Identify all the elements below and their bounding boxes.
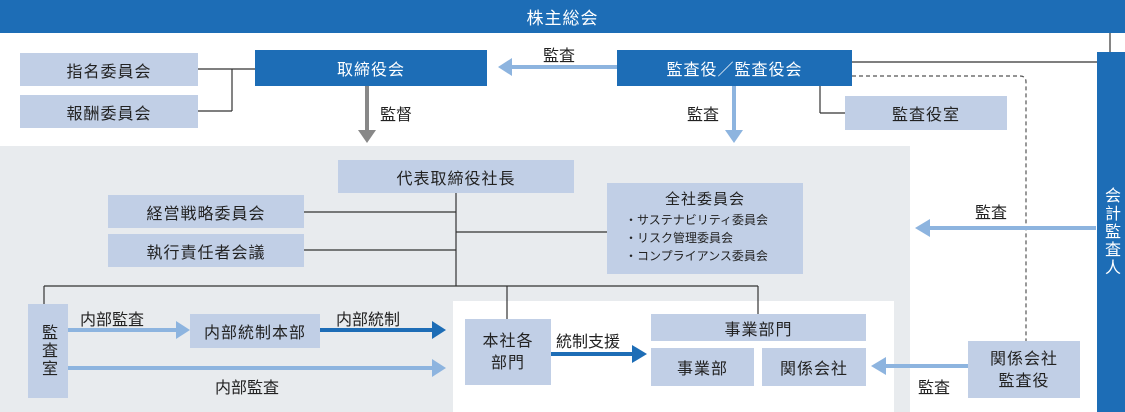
company-committee-list: ・サステナビリティ委員会 ・リスク管理委員会 ・コンプライアンス委員会 bbox=[625, 211, 803, 265]
exec-officers-meeting: 執行責任者会議 bbox=[108, 234, 304, 267]
internal-control-hq-label: 内部統制本部 bbox=[203, 323, 306, 342]
compensation-committee-label: 報酬委員会 bbox=[66, 103, 152, 123]
shareholders-label: 株主総会 bbox=[526, 9, 599, 29]
label-supervision: 監督 bbox=[380, 105, 413, 124]
ceo-label: 代表取締役社長 bbox=[396, 168, 516, 188]
nomination-committee: 指名委員会 bbox=[20, 53, 198, 86]
audit-board-label: 監査役／監査役会 bbox=[666, 60, 803, 79]
audit-department-label: 監査室 bbox=[39, 324, 58, 378]
strategy-committee-label: 経営戦略委員会 bbox=[146, 203, 266, 223]
label-control-support: 統制支援 bbox=[556, 332, 621, 351]
affiliate-auditors-label: 関係会社監査役 bbox=[989, 348, 1058, 390]
company-wide-committee: 全社委員会 ・サステナビリティ委員会 ・リスク管理委員会 ・コンプライアンス委員… bbox=[607, 183, 803, 274]
nomination-committee-label: 指名委員会 bbox=[66, 61, 152, 81]
accounting-auditor-label: 会計監査人 bbox=[1102, 187, 1121, 277]
exec-officers-meeting-label: 執行責任者会議 bbox=[146, 242, 266, 262]
label-internal-audit-1: 内部監査 bbox=[80, 310, 145, 329]
internal-control-hq: 内部統制本部 bbox=[190, 314, 320, 348]
board-of-directors: 取締役会 bbox=[255, 50, 487, 86]
label-audit-to-board: 監査 bbox=[543, 46, 576, 65]
company-committee-title: 全社委員会 bbox=[664, 190, 745, 208]
label-internal-audit-2: 内部監査 bbox=[215, 378, 280, 397]
audit-office-label: 監査役室 bbox=[891, 105, 960, 124]
affiliate-companies: 関係会社 bbox=[762, 348, 866, 386]
label-internal-control: 内部統制 bbox=[336, 310, 401, 329]
hq-departments: 本社各部門 bbox=[465, 319, 551, 385]
business-division-label: 事業部門 bbox=[724, 319, 793, 339]
audit-department: 監査室 bbox=[28, 304, 68, 398]
label-audit-from-affiliate: 監査 bbox=[918, 378, 951, 397]
hq-departments-label: 本社各部門 bbox=[482, 331, 534, 372]
ceo: 代表取締役社長 bbox=[338, 160, 574, 193]
business-unit-label: 事業部 bbox=[676, 359, 728, 378]
committee-item: ・リスク管理委員会 bbox=[625, 231, 734, 245]
business-division: 事業部門 bbox=[651, 314, 866, 341]
shareholders-meeting: 株主総会 bbox=[0, 0, 1125, 33]
audit-board: 監査役／監査役会 bbox=[617, 50, 852, 86]
committee-item: ・サステナビリティ委員会 bbox=[625, 213, 769, 227]
board-label: 取締役会 bbox=[336, 60, 405, 79]
accounting-auditor: 会計監査人 bbox=[1097, 52, 1125, 412]
strategy-committee: 経営戦略委員会 bbox=[108, 195, 304, 228]
affiliate-companies-label: 関係会社 bbox=[779, 359, 848, 378]
committee-item: ・コンプライアンス委員会 bbox=[625, 249, 768, 263]
label-audit-from-cpa: 監査 bbox=[975, 203, 1008, 222]
compensation-committee: 報酬委員会 bbox=[20, 95, 198, 128]
label-audit-down: 監査 bbox=[687, 105, 720, 124]
audit-office: 監査役室 bbox=[845, 96, 1007, 130]
affiliate-auditors: 関係会社監査役 bbox=[968, 341, 1080, 398]
business-unit: 事業部 bbox=[651, 348, 754, 386]
